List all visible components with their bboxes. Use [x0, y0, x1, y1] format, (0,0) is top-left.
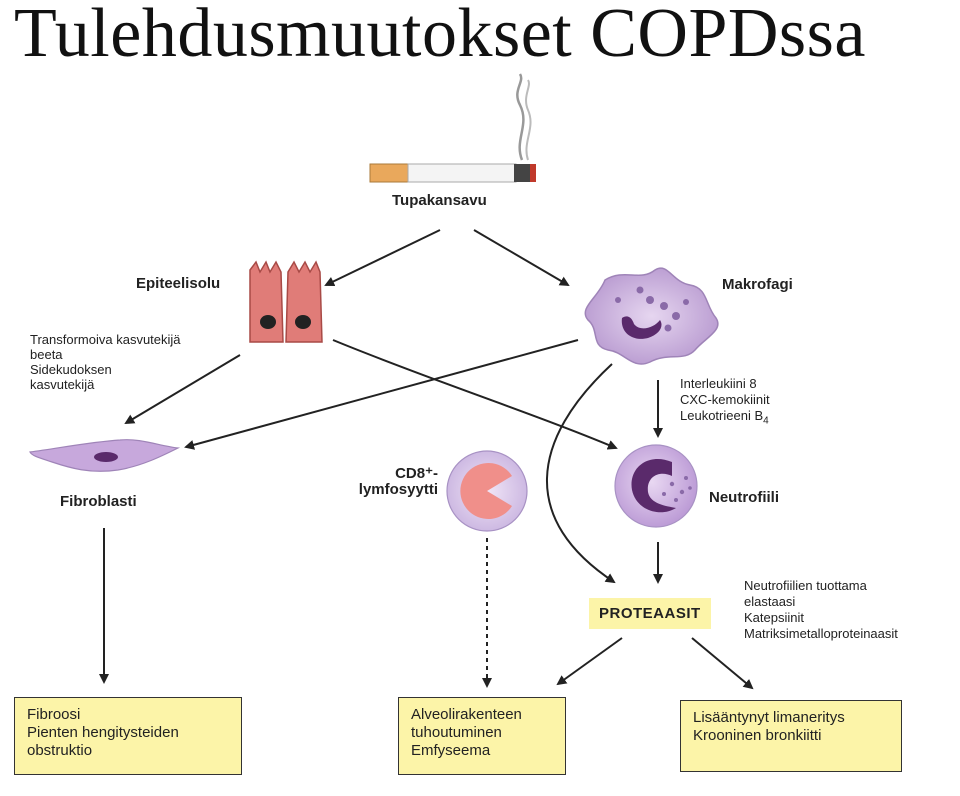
page-title: Tulehdusmuutokset COPDssa [14, 0, 866, 72]
neutrophil-icon [614, 444, 698, 528]
protease-list-text: Neutrofiilien tuottama elastaasi Katepsi… [744, 578, 898, 641]
node-label-neutrophil: Neutrofiili [709, 489, 779, 506]
arrow-smoke-to-macrophage [473, 229, 570, 287]
arrow-epithelial-to-fibroblast [124, 354, 241, 425]
outcome-box-fibrosis: Fibroosi Pienten hengitysteiden obstrukt… [14, 697, 242, 775]
cigarette-icon [369, 73, 536, 183]
epithelial-cell-icon [249, 260, 323, 343]
node-label-cd8: CD8⁺- lymfosyytti [358, 465, 438, 498]
arrow-smoke-to-epithelial [324, 229, 441, 287]
macrophage-icon [584, 267, 719, 365]
epithelial-factors-text: Transformoiva kasvutekijä beeta Sidekudo… [30, 332, 181, 392]
factor-cxc: CXC-kemokiinit [680, 392, 770, 407]
factor-interleukin: Interleukiini 8 [680, 376, 757, 391]
node-label-epithelial: Epiteelisolu [136, 275, 221, 292]
lymphocyte-icon [446, 450, 528, 532]
outcome-box-mucus: Lisääntynyt limaneritys Krooninen bronki… [680, 700, 902, 772]
factor-leukotriene: Leukotrieeni B4 [680, 408, 769, 427]
node-label-smoke: Tupakansavu [392, 192, 487, 209]
arrow-macrophage-to-fibroblast [184, 339, 579, 450]
outcome-box-alveolar: Alveolirakenteen tuhoutuminen Emfyseema [398, 697, 566, 775]
node-label-macrophage: Makrofagi [722, 276, 793, 293]
proteases-box: PROTEAASIT [589, 598, 711, 629]
arrow-macrophage-to-proteases [546, 363, 616, 584]
fibroblast-icon [29, 439, 181, 472]
arrow-proteases-to-mucus [691, 637, 754, 690]
macrophage-factors-text: Interleukiini 8 CXC-kemokiinit Leukotrie… [680, 376, 770, 430]
arrow-epithelial-to-neutrophil [332, 339, 618, 450]
arrow-proteases-to-alveolar [556, 637, 623, 686]
node-label-fibroblast: Fibroblasti [60, 493, 137, 510]
